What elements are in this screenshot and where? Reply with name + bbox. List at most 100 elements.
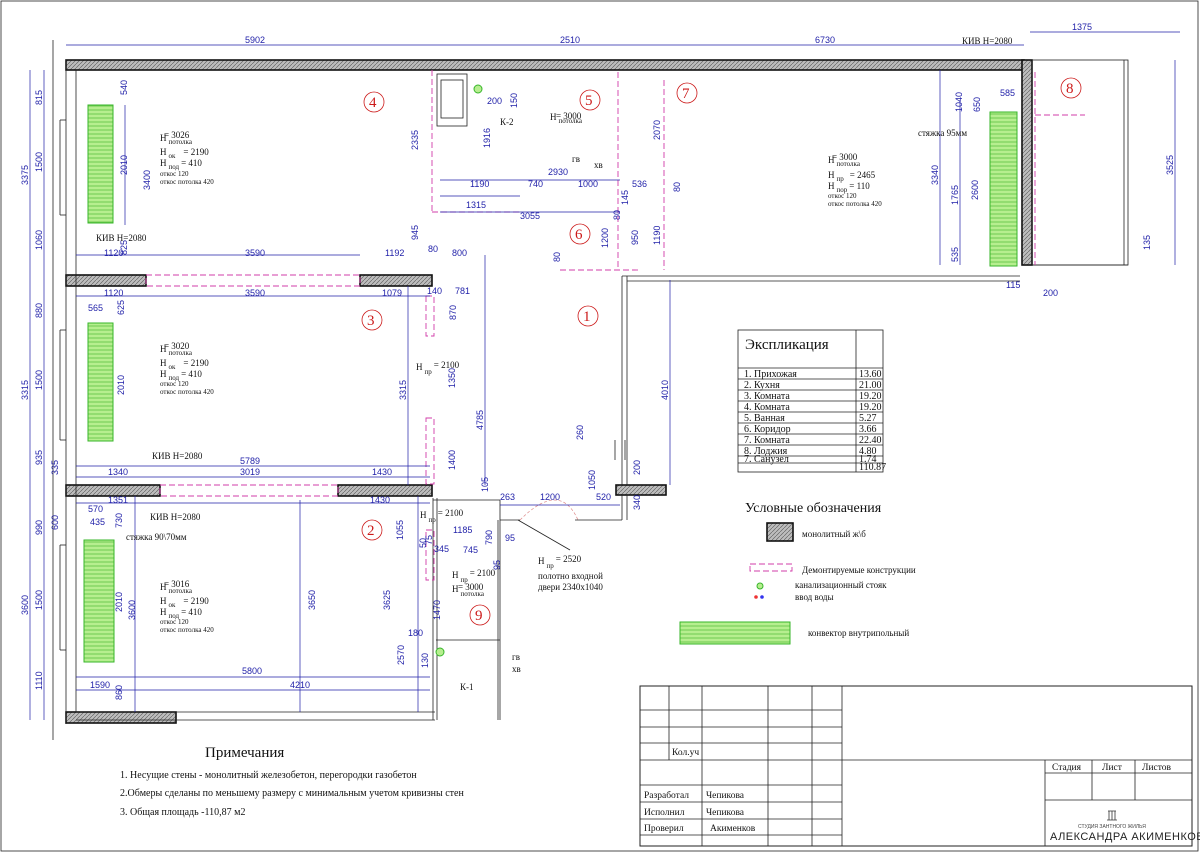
explication-area: 19.20: [859, 391, 882, 402]
dim-text: 1590: [90, 680, 110, 690]
dim-text: 625: [116, 300, 126, 315]
dim-text: 5800: [242, 666, 262, 676]
explication-row: 4. Комната: [744, 402, 790, 413]
convector: [87, 322, 114, 442]
studio-name: АЛЕКСАНДРА АКИМЕНКОВА: [1050, 831, 1200, 843]
dim-text: 2600: [970, 180, 980, 200]
dim-text: 3600: [127, 600, 137, 620]
svg-text:Hок= 2190: Hок= 2190: [160, 596, 209, 609]
note-item: 1. Несущие стены - монолитный железобето…: [120, 770, 417, 781]
explication-row: 5. Ванная: [744, 413, 785, 424]
dim-text: 263: [500, 492, 515, 502]
kiv-label: КИВ H=2080: [96, 233, 147, 243]
dim-text: 1079: [382, 288, 402, 298]
dim-text: 1120: [104, 288, 123, 298]
studio-small: СТУДИЯ ЗАНТНОГО ЖИЛЬЯ: [1078, 824, 1146, 830]
svg-text:Hпр= 2100: Hпр= 2100: [416, 360, 460, 376]
dim-text: 5902: [245, 35, 265, 45]
dim-text: 200: [632, 460, 642, 475]
dim-text: 2930: [548, 167, 568, 177]
dim-text: 3055: [520, 211, 540, 221]
titleblock-role: Разработал: [644, 790, 689, 801]
convector: [87, 104, 114, 224]
dimension-lines: [29, 31, 1180, 720]
dim-text: 1110: [34, 671, 44, 690]
room-number: 5: [585, 93, 593, 109]
dim-text: 1315: [466, 200, 486, 210]
dim-text: 815: [34, 90, 44, 105]
room-number: 2: [367, 523, 375, 539]
dim-text: 1500: [34, 590, 44, 610]
sewer-riser-icon: [435, 647, 445, 657]
dim-text: 3590: [245, 288, 265, 298]
legend-label: монолитный ж\б: [802, 529, 866, 539]
svg-text:откос 120: откос 120: [160, 380, 189, 388]
dim-text: 1055: [395, 520, 405, 540]
svg-text:откос потолка 420: откос потолка 420: [828, 200, 882, 208]
dim-text: 1351: [108, 495, 128, 505]
dim-text: 3600: [20, 595, 30, 615]
riser-label: К-1: [460, 682, 474, 692]
dim-text: 935: [34, 450, 44, 465]
svg-text:Hпр= 2100: Hпр= 2100: [420, 508, 464, 524]
dim-text: 335: [50, 460, 60, 475]
screed-label: стяжка 90\70мм: [126, 532, 187, 542]
dim-text: 740: [528, 179, 543, 189]
dim-text: 3340: [930, 165, 940, 185]
dim-text: 1765: [950, 185, 960, 205]
explication-title: Экспликация: [745, 337, 829, 353]
legend-label: ввод воды: [795, 592, 834, 602]
explication-row: 6. Коридор: [744, 424, 791, 435]
dim-text: 825: [119, 240, 129, 255]
dim-text: 4210: [290, 680, 310, 690]
room-number: 8: [1066, 81, 1074, 97]
wall-segment: [359, 274, 433, 287]
convector: [83, 539, 115, 663]
door-label: двери 2340х1040: [538, 582, 603, 592]
dim-text: 945: [410, 225, 420, 240]
dim-text: 2010: [116, 375, 126, 395]
dim-text: 75: [424, 535, 434, 545]
dim-text: 1000: [578, 179, 598, 189]
svg-text:откос потолка 420: откос потолка 420: [160, 178, 214, 186]
hot-water-label: гв: [572, 154, 580, 164]
dim-text: 745: [463, 545, 478, 555]
title-block: Кол.уч Разработал Чепикова Исполнил Чепи…: [639, 685, 1200, 847]
hot-water-icon: [754, 595, 758, 599]
dim-text: 870: [448, 305, 458, 320]
dim-text: 3315: [20, 380, 30, 400]
cold-water-icon: [760, 595, 764, 599]
dim-text: 115: [1006, 280, 1020, 290]
kiv-label: КИВ H=2080: [962, 36, 1013, 46]
legend-swatch-convector: [679, 621, 791, 645]
dim-text: 950: [630, 230, 640, 245]
kol-label: Кол.уч: [672, 748, 699, 758]
svg-text:Hпр= 2100: Hпр= 2100: [452, 568, 496, 584]
explication-area: 13.60: [859, 369, 882, 380]
dim-text: 80: [428, 244, 438, 254]
explication-table: Экспликация 1. Прихожая 13.60 2. Кухня 2…: [737, 329, 886, 473]
notes: Примечания 1. Несущие стены - монолитный…: [120, 745, 464, 818]
explication-area: 21.00: [859, 380, 882, 391]
dim-text: 180: [408, 628, 423, 638]
plan-labels: КИВ H=2080 КИВ H=2080 КИВ H=2080 КИВ H=2…: [96, 36, 1013, 692]
dim-text: 200: [487, 96, 502, 106]
legend-label: конвектор внутрипольный: [808, 628, 909, 638]
svg-text:Hок= 2190: Hок= 2190: [160, 358, 209, 371]
dim-text: 260: [575, 425, 585, 440]
dim-text: 650: [972, 97, 982, 112]
dim-text: 1430: [370, 495, 390, 505]
convector: [989, 111, 1018, 267]
dim-text: 340: [632, 495, 642, 510]
exterior-left-wall: [52, 40, 77, 740]
dim-text: 80: [612, 210, 622, 220]
explication-total: 110.87: [859, 462, 886, 473]
